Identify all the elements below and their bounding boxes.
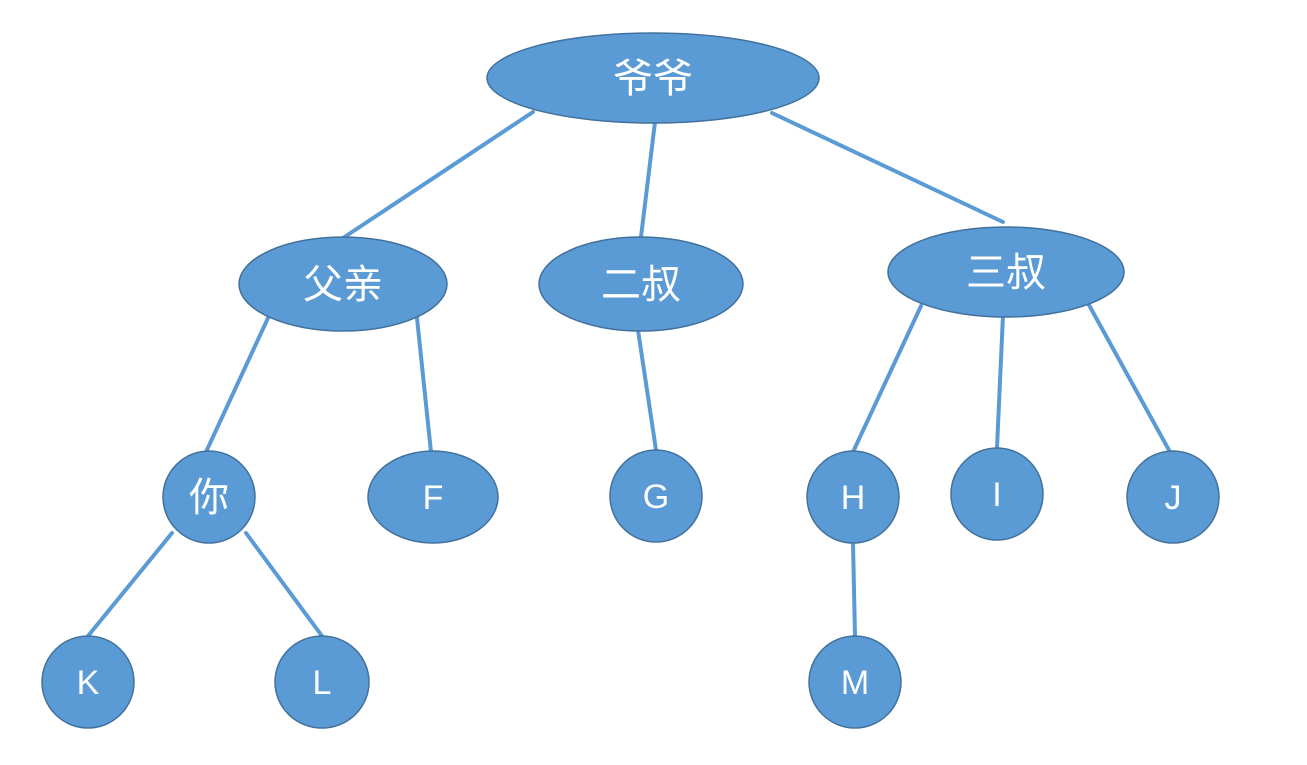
edge-grandpa-uncle3 [770,111,1005,224]
node-label-grandpa: 爷爷 [613,56,693,102]
node-J: J [1126,450,1220,544]
node-shape-F [367,450,499,544]
node-father: 父亲 [238,236,448,332]
node-shape-L [274,635,370,729]
node-uncle3: 三叔 [887,226,1125,318]
node-shape-H [806,450,900,544]
node-shape-uncle2 [538,236,744,332]
node-label-F: F [423,479,444,517]
node-label-G: G [643,478,669,516]
node-label-I: I [992,476,1001,514]
node-F: F [367,450,499,544]
edge-uncle3-I [995,313,1005,450]
edge-you-K [86,531,174,638]
edge-uncle3-J [1087,303,1172,454]
node-shape-I [950,447,1044,541]
node-label-L: L [313,664,332,702]
node-G: G [609,449,703,543]
node-label-you: 你 [189,475,229,521]
edge-grandpa-father [341,110,535,240]
edge-you-L [244,531,324,638]
node-you: 你 [162,450,256,544]
node-L: L [274,635,370,729]
node-K: K [41,635,135,729]
edge-H-M [851,541,857,638]
node-shape-M [808,635,902,729]
node-shape-K [41,635,135,729]
node-shape-grandpa [486,32,820,124]
edge-grandpa-uncle2 [639,120,657,239]
node-label-M: M [841,664,869,702]
edge-uncle2-G [636,328,658,452]
node-label-father: 父亲 [303,262,383,308]
edge-father-F [415,316,433,454]
edge-uncle3-H [851,304,923,454]
node-I: I [950,447,1044,541]
node-shape-uncle3 [887,226,1125,318]
node-label-H: H [841,479,866,517]
node-shape-J [1126,450,1220,544]
node-label-uncle3: 三叔 [966,250,1046,296]
node-shape-G [609,449,703,543]
node-H: H [806,450,900,544]
node-uncle2: 二叔 [538,236,744,332]
node-label-uncle2: 二叔 [601,262,681,308]
edge-father-you [204,316,270,454]
node-shape-you [162,450,256,544]
node-M: M [808,635,902,729]
node-shape-father [238,236,448,332]
edges-layer [86,110,1172,638]
node-grandpa: 爷爷 [486,32,820,124]
node-label-J: J [1165,479,1182,517]
node-label-K: K [77,664,100,702]
